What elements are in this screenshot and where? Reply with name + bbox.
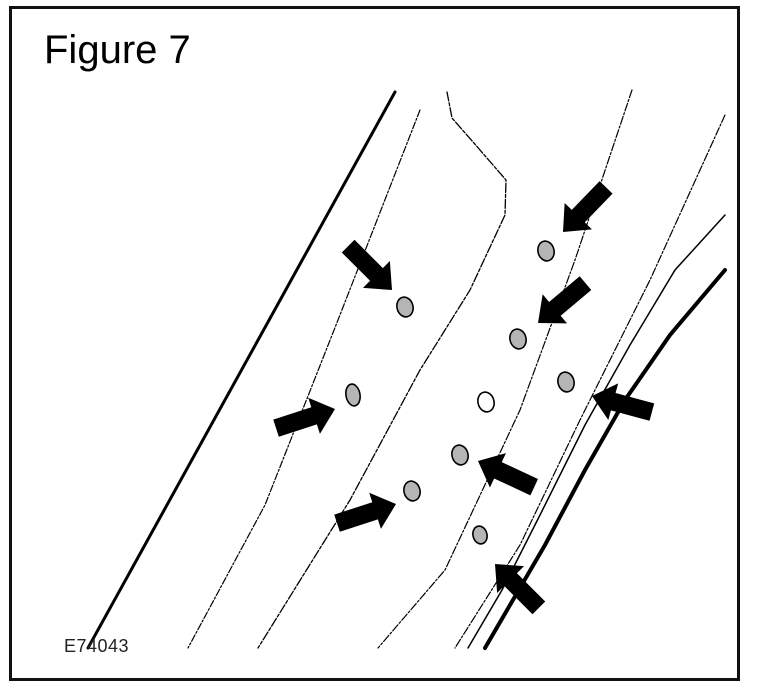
right-edge-line	[467, 214, 726, 649]
fastener	[509, 328, 527, 350]
fastener	[472, 525, 488, 545]
fastener	[451, 444, 469, 466]
pointer-arrow	[592, 383, 655, 421]
fastener	[537, 240, 555, 262]
pointer-arrow	[563, 181, 613, 232]
pointer-arrow	[495, 564, 546, 615]
fastener	[557, 371, 575, 393]
figure-reference-code: E74043	[64, 636, 130, 656]
pointer-arrow	[334, 492, 396, 532]
pointer-arrow	[273, 397, 335, 437]
pointer-arrow	[478, 453, 538, 496]
inner-flange-line	[187, 109, 421, 649]
fastener	[403, 480, 421, 502]
outer-panel-edge	[86, 90, 397, 650]
trim-outline	[257, 91, 507, 649]
pointer-arrow	[538, 276, 592, 324]
right-flange-line	[454, 114, 726, 649]
open-hole	[477, 391, 495, 413]
fastener	[396, 296, 414, 318]
center-seam-line	[377, 89, 633, 649]
outer-right-edge	[483, 268, 727, 650]
pointer-arrow	[341, 239, 392, 290]
figure-title: Figure 7	[44, 28, 191, 72]
fastener	[345, 383, 361, 407]
